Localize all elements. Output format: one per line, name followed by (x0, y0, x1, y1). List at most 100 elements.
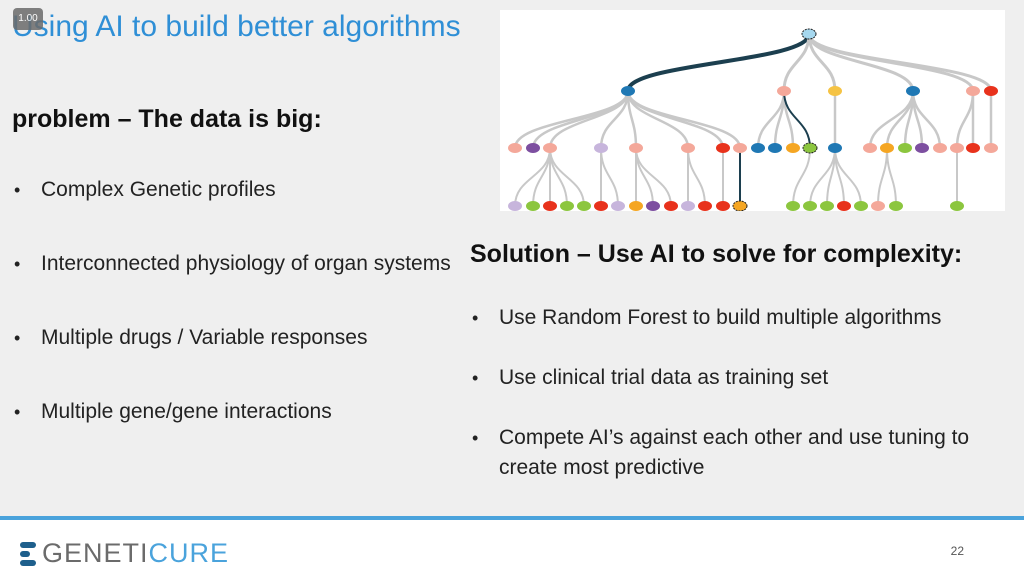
tree-node (854, 201, 868, 211)
tree-node (880, 143, 894, 153)
random-forest-tree-image (500, 10, 1005, 212)
tree-node (594, 143, 608, 153)
zoom-badge: 1.00 (13, 8, 43, 30)
bullet-icon: • (14, 254, 21, 274)
tree-node (984, 86, 998, 96)
tree-node (611, 201, 625, 211)
tree-node (984, 143, 998, 153)
slide-title: Using AI to build better algorithms (12, 10, 461, 43)
slide: Using AI to build better algorithms 1.00… (12, 8, 1009, 483)
tree-edge (807, 33, 837, 92)
tree-node (966, 86, 980, 96)
list-item: •Multiple gene/gene interactions (14, 397, 461, 427)
tree-edge (626, 33, 811, 92)
tree-node (933, 143, 947, 153)
tree-node (543, 201, 557, 211)
tree-edge (903, 90, 915, 149)
tree-node (802, 142, 818, 154)
tree-node (966, 143, 980, 153)
tree-edge (834, 147, 862, 207)
tree-node (837, 201, 851, 211)
tree-node (664, 201, 678, 211)
tree-edge (783, 90, 811, 149)
tree-edge (792, 147, 811, 207)
tree-node (732, 200, 748, 212)
list-item: • Use clinical trial data as training set (472, 363, 1009, 393)
tree-node (698, 201, 712, 211)
tree-edge (549, 147, 568, 207)
tree-node (526, 143, 540, 153)
bullet-text: Use clinical trial data as training set (499, 366, 829, 389)
tree-edge (548, 90, 630, 149)
tree-edge (514, 147, 551, 207)
tree-node (803, 201, 817, 211)
geneticure-logo: GENETICURE (20, 538, 229, 569)
bullet-icon: • (472, 308, 479, 328)
tree-edge (877, 147, 888, 207)
tree-node (681, 143, 695, 153)
slide-footer: GENETICURE 22 (0, 516, 1024, 576)
tree-edge (600, 147, 619, 207)
tree-node (751, 143, 765, 153)
bullet-text: Multiple gene/gene interactions (41, 400, 332, 423)
tree-node (594, 201, 608, 211)
tree-edge (687, 147, 706, 207)
bullet-icon: • (472, 428, 479, 448)
tree-node (526, 201, 540, 211)
logo-mark-icon (20, 541, 38, 566)
tree-node (629, 143, 643, 153)
bullet-text: Compete AI’s against each other and use … (499, 426, 970, 479)
tree-node (786, 201, 800, 211)
tree-node (716, 143, 730, 153)
tree-node (889, 201, 903, 211)
tree-edge (955, 90, 975, 149)
tree-edge (826, 147, 836, 207)
problem-bullet-list: • Complex Genetic profiles • Interconnecte… (14, 175, 461, 427)
tree-node (863, 143, 877, 153)
tree-node (786, 143, 800, 153)
list-item: • Interconnected physiology of organ syst… (14, 249, 461, 279)
tree-node (716, 201, 730, 211)
tree-node (820, 201, 834, 211)
list-item: • Compete AI’s against each other and use… (472, 423, 1009, 483)
tree-edge (911, 90, 942, 149)
tree-node (629, 201, 643, 211)
tree-edge (635, 147, 654, 207)
logo-wordmark: GENETICURE (42, 538, 230, 568)
tree-edge (626, 90, 742, 149)
tree-node (543, 143, 557, 153)
bullet-text: Use Random Forest to build multiple algo… (499, 306, 942, 329)
tree-edge (532, 147, 551, 207)
bullet-text: Multiple drugs / Variable responses (41, 326, 368, 349)
tree-node (777, 86, 791, 96)
problem-heading: problem – The data is big: (12, 105, 322, 133)
tree-edge (886, 147, 897, 207)
tree-edge (626, 90, 725, 149)
tree-node (828, 143, 842, 153)
tree-node (733, 143, 747, 153)
page-number: 22 (950, 544, 964, 558)
tree-node (646, 201, 660, 211)
tree-node (915, 143, 929, 153)
list-item: • Use Random Forest to build multiple alg… (472, 303, 1009, 333)
tree-node (906, 86, 920, 96)
bullet-text: Complex Genetic profiles (41, 178, 276, 201)
tree-node (508, 201, 522, 211)
tree-node (898, 143, 912, 153)
tree-node (871, 201, 885, 211)
bullet-icon: • (14, 328, 21, 348)
tree-node (950, 201, 964, 211)
tree-edge (635, 147, 672, 207)
tree-edge (773, 90, 786, 149)
tree-node (560, 201, 574, 211)
bullet-icon: • (14, 180, 21, 200)
bullet-text: Interconnected physiology of organ syste… (41, 252, 451, 275)
tree-node (768, 143, 782, 153)
tree-edge (549, 147, 585, 207)
tree-node (828, 86, 842, 96)
tree-node (681, 201, 695, 211)
solution-heading: Solution – Use AI to solve for complexit… (470, 240, 963, 268)
bullet-icon: • (472, 368, 479, 388)
list-item: • Complex Genetic profiles (14, 175, 461, 205)
tree-node (950, 143, 964, 153)
